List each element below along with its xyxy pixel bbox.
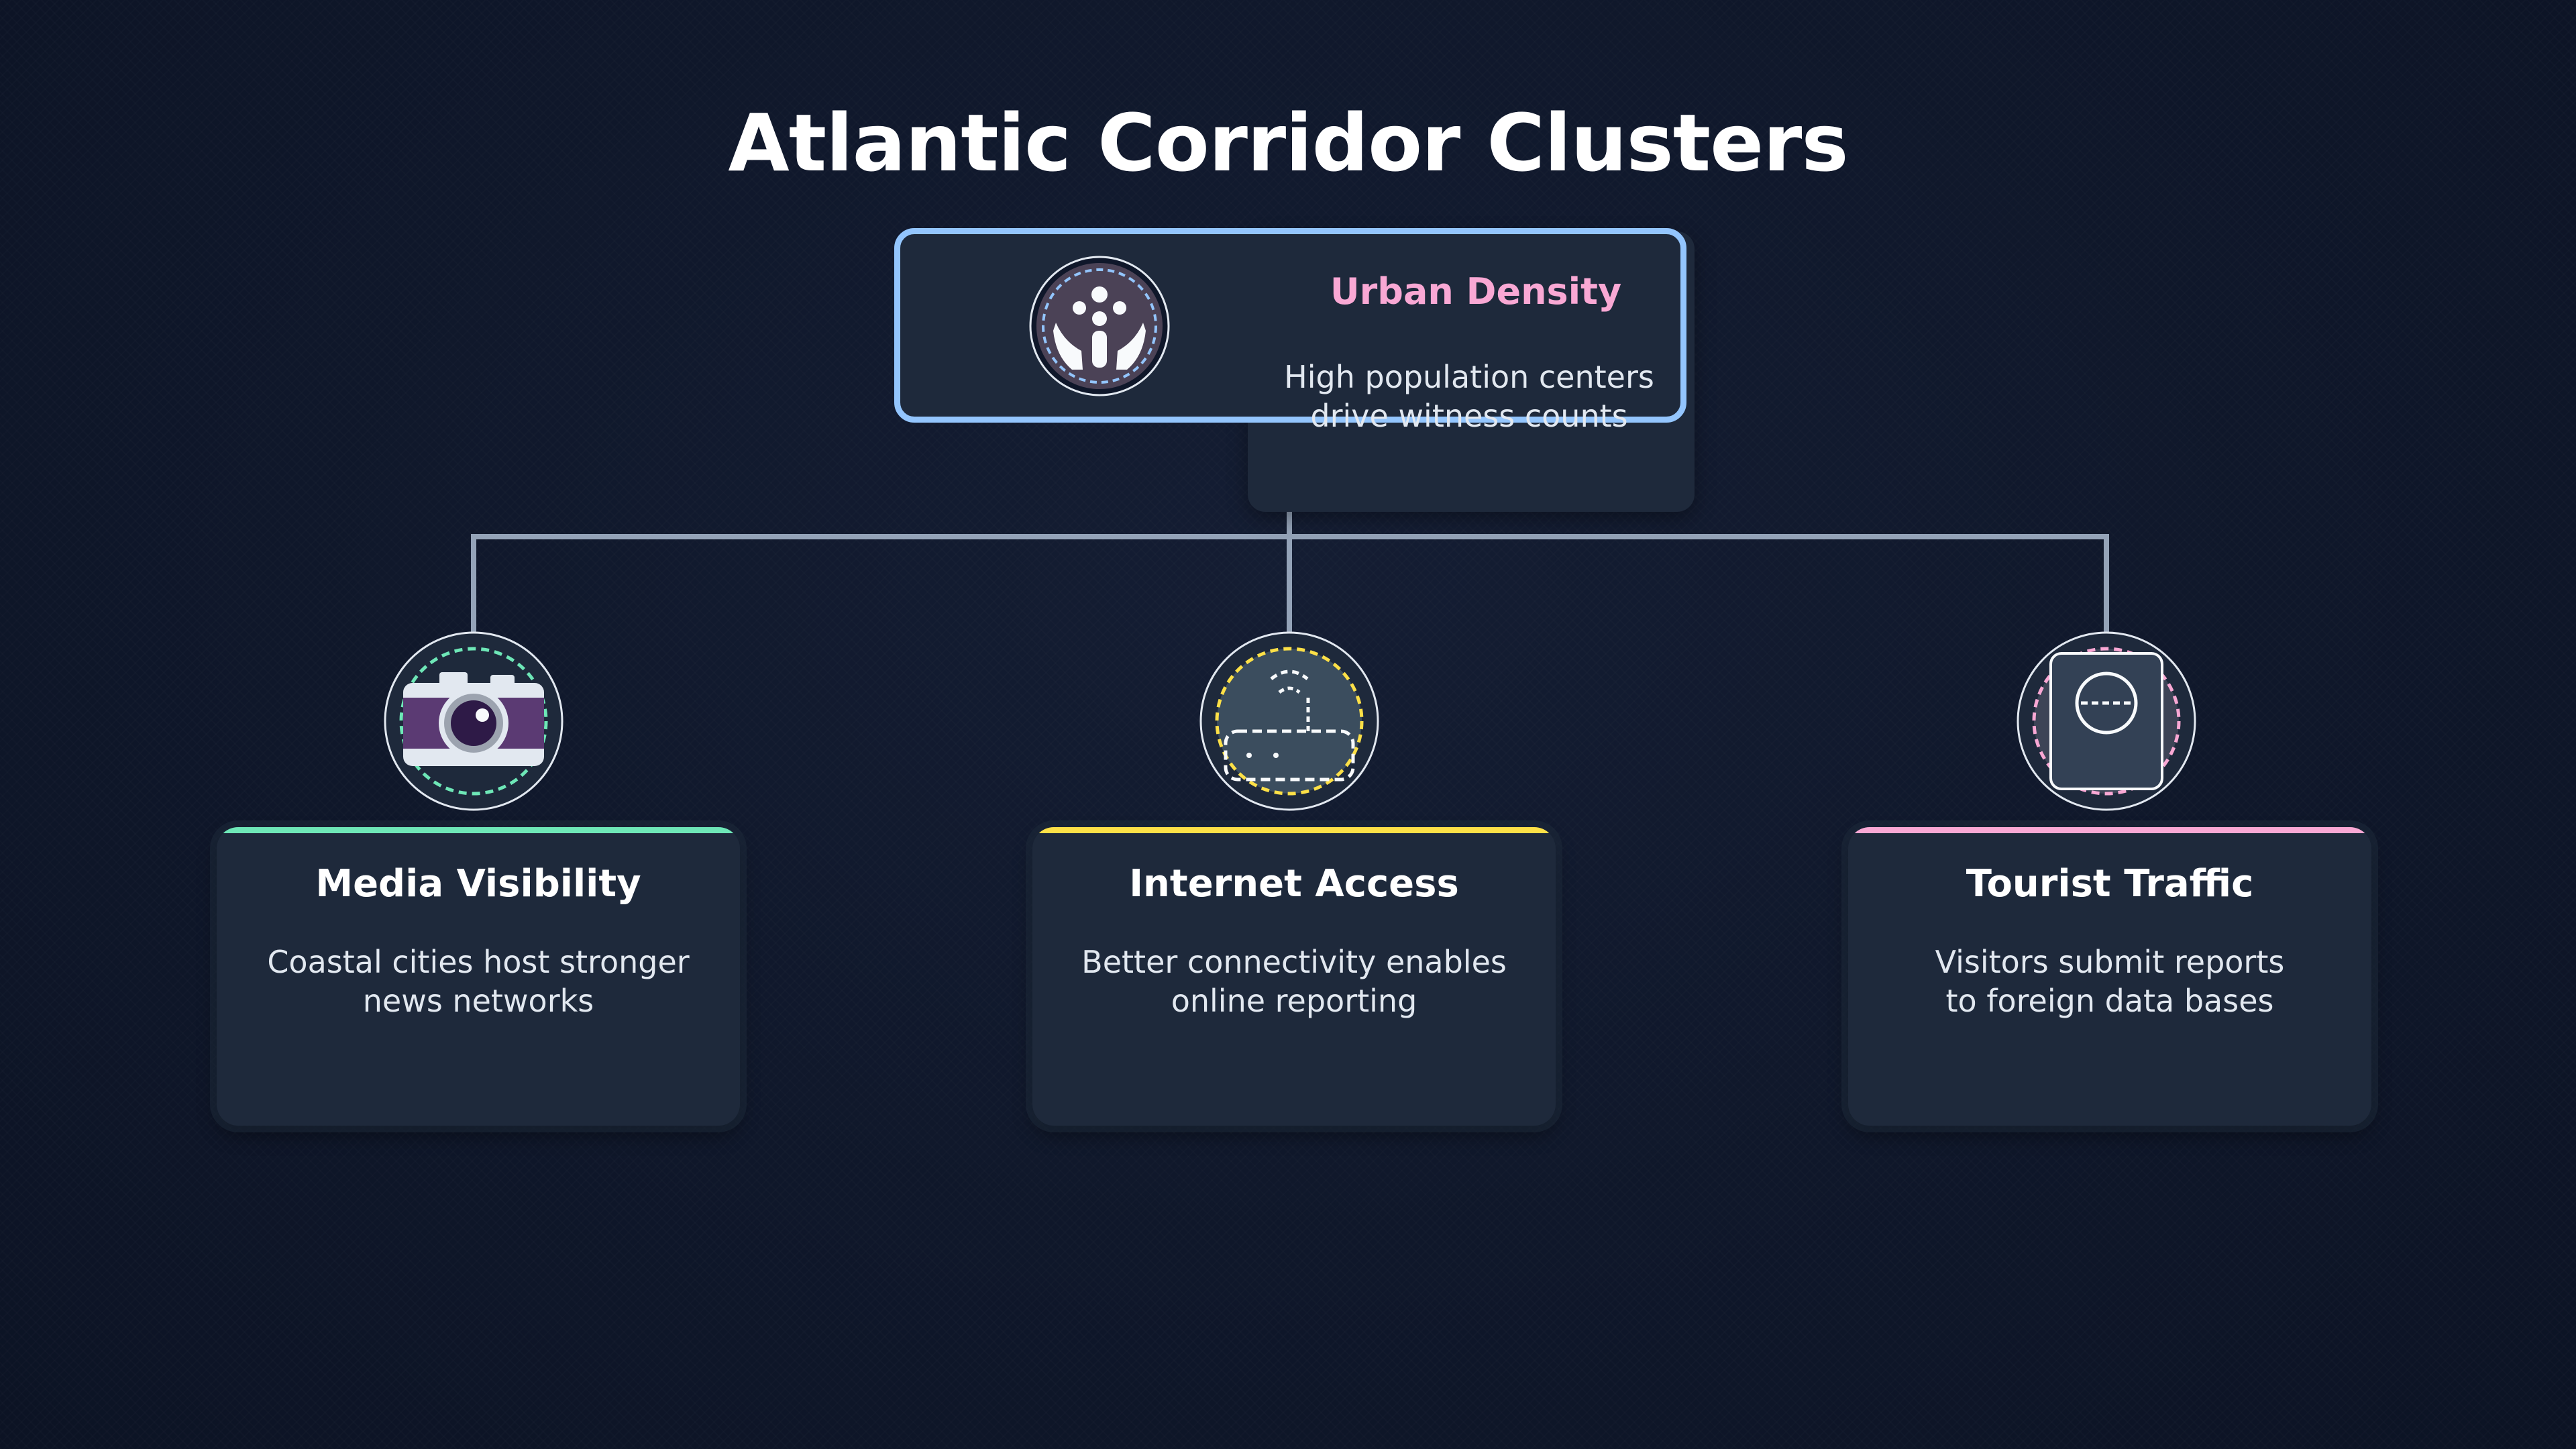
- child-card-internet-access: Internet Access Better connectivity enab…: [1032, 827, 1556, 1126]
- card-accent-bar: [1848, 827, 2371, 833]
- passport-icon: [2017, 631, 2196, 811]
- card-description: Better connectivity enables online repor…: [1059, 943, 1529, 1020]
- root-desc-line-1: High population centers: [1284, 359, 1654, 395]
- card-desc-line-2: news networks: [362, 983, 594, 1019]
- card-desc-line-1: Coastal cities host stronger: [267, 944, 690, 980]
- root-node-description: High population centers drive witness co…: [1268, 358, 1670, 435]
- card-accent-bar: [217, 827, 740, 833]
- card-desc-line-1: Visitors submit reports: [1935, 944, 2285, 980]
- camera-icon: [384, 631, 564, 811]
- card-description: Coastal cities host stronger news networ…: [244, 943, 713, 1020]
- card-title: Internet Access: [1129, 862, 1459, 906]
- card-title: Tourist Traffic: [1966, 862, 2254, 906]
- router-icon: [1199, 631, 1379, 811]
- root-node-title: Urban Density: [1330, 270, 1622, 313]
- crowd-icon: [1029, 256, 1170, 396]
- card-desc-line-2: to foreign data bases: [1945, 983, 2274, 1019]
- child-card-media-visibility: Media Visibility Coastal cities host str…: [217, 827, 740, 1126]
- card-description: Visitors submit reports to foreign data …: [1875, 943, 2345, 1020]
- card-desc-line-1: Better connectivity enables: [1081, 944, 1507, 980]
- root-desc-line-2: drive witness counts: [1310, 398, 1628, 434]
- diagram-title: Atlantic Corridor Clusters: [728, 97, 1848, 189]
- card-accent-bar: [1032, 827, 1556, 833]
- root-node-frame: [894, 228, 1686, 423]
- card-desc-line-2: online reporting: [1171, 983, 1417, 1019]
- child-card-tourist-traffic: Tourist Traffic Visitors submit reports …: [1848, 827, 2371, 1126]
- card-title: Media Visibility: [315, 862, 641, 906]
